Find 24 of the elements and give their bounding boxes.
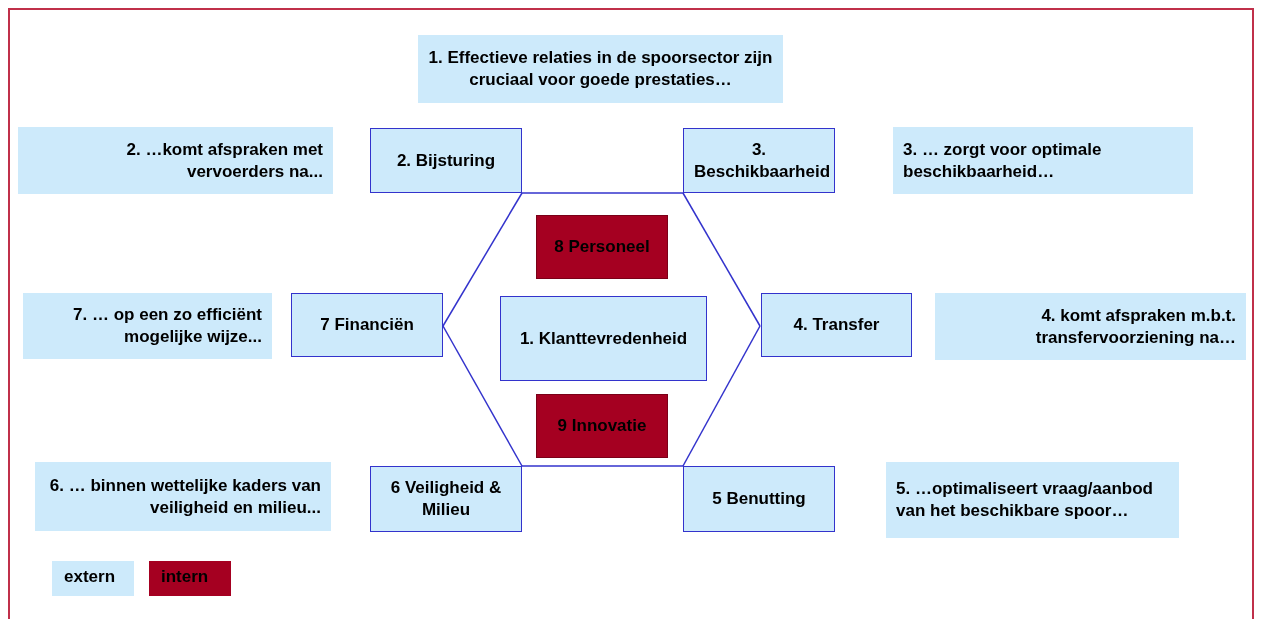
text-box: 3. … zorgt voor optimale beschikbaarheid… <box>893 127 1193 194</box>
process-box: 2. Bijsturing <box>370 128 522 193</box>
connector-line <box>442 192 523 327</box>
text-box: 1. Effectieve relaties in de spoorsector zijn cruciaal voor goede prestaties… <box>418 35 783 103</box>
process-box: 6 Veiligheid & Milieu <box>370 466 522 532</box>
process-box: 5 Benutting <box>683 466 835 532</box>
text-box: 2. …komt afspraken met vervoerders na... <box>18 127 333 194</box>
connector-line <box>521 465 684 467</box>
process-box: 8 Personeel <box>536 215 668 279</box>
text-box: 6. … binnen wettelijke kaders van veiligheid en milieu... <box>35 462 331 531</box>
process-box: 1. Klanttevredenheid <box>500 296 707 381</box>
legend-swatch: intern <box>149 561 231 596</box>
process-box: 4. Transfer <box>761 293 912 357</box>
connector-line <box>682 325 761 467</box>
legend-swatch: extern <box>52 561 134 596</box>
connector-line <box>521 192 684 194</box>
text-box: 5. …optimaliseert vraag/aanbod van het beschikbare spoor… <box>886 462 1179 538</box>
process-box: 7 Financiën <box>291 293 443 357</box>
process-box: 3. Beschikbaarheid <box>683 128 835 193</box>
connector-line <box>442 325 523 467</box>
process-box: 9 Innovatie <box>536 394 668 458</box>
text-box: 4. komt afspraken m.b.t. transfervoorziening na… <box>935 293 1246 360</box>
connector-line <box>682 192 761 327</box>
text-box: 7. … op een zo efficiënt mogelijke wijze... <box>23 293 272 359</box>
